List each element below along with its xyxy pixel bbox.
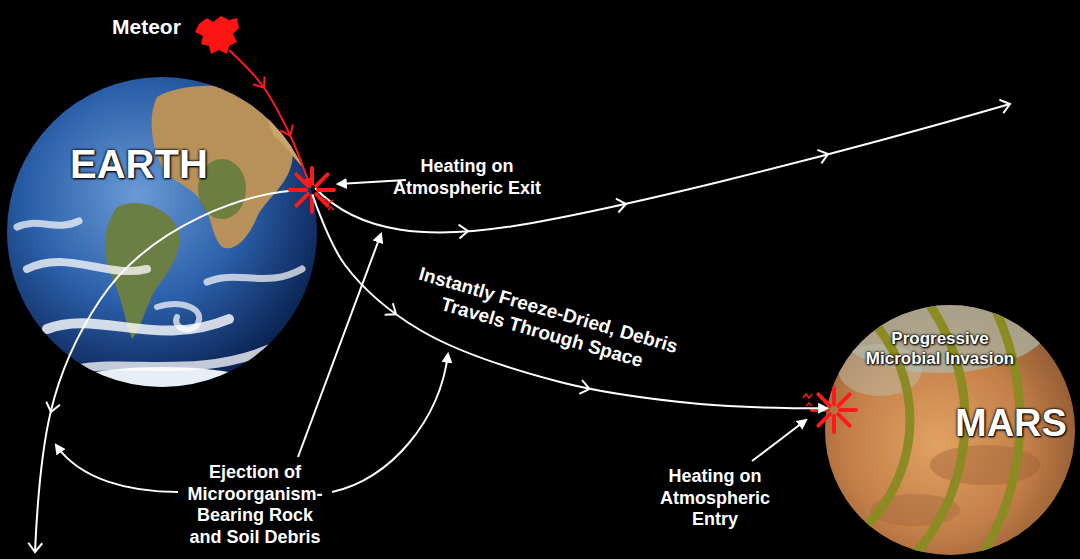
earth-cloud bbox=[17, 221, 79, 227]
mars-detail bbox=[500, 160, 1055, 559]
leader-arrow bbox=[752, 420, 806, 461]
earth-cloud bbox=[207, 269, 302, 282]
earth-globe bbox=[7, 77, 317, 387]
text-holder: Heating on Atmospheric Entry bbox=[645, 466, 785, 531]
leader-arrow bbox=[56, 445, 178, 492]
meteor-node: Meteor bbox=[108, 6, 243, 58]
invasion-wave bbox=[610, 270, 910, 559]
earth-ocean bbox=[7, 77, 317, 387]
edge-label: Instantly Freeze-Dried, Debris Travels T… bbox=[385, 256, 705, 388]
leader-arrow bbox=[298, 234, 381, 457]
debris-fragment bbox=[322, 199, 334, 210]
meteor-body bbox=[195, 16, 239, 54]
text-holder: Ejection of Microorganism-Bearing Rock a… bbox=[184, 462, 326, 548]
impact-burst bbox=[290, 168, 334, 212]
callout-label: Heating on Atmospheric Entry bbox=[645, 466, 785, 531]
connector-group bbox=[229, 50, 827, 408]
leader-arrow bbox=[332, 354, 448, 492]
node-heading: Progressive Microbial Invasion bbox=[860, 329, 1020, 370]
earth-land bbox=[267, 107, 312, 172]
planet-circle: EARTH bbox=[7, 77, 317, 387]
invasion-wave bbox=[555, 215, 965, 559]
earth-ice bbox=[37, 367, 287, 431]
text-holder: EARTH bbox=[70, 140, 208, 188]
trajectory-line bbox=[315, 104, 1010, 233]
text-holder: Progressive Microbial Invasion bbox=[860, 329, 1020, 370]
trajectory-chevron bbox=[459, 224, 469, 239]
debris-fragment bbox=[803, 394, 812, 406]
connector-chevrons bbox=[253, 76, 591, 395]
callout-label: Heating on Atmospheric Exit bbox=[372, 156, 562, 199]
planet-circle: Progressive Microbial InvasionMARS bbox=[825, 305, 1075, 555]
trajectory-arrow bbox=[312, 195, 827, 409]
trajectory-chevron bbox=[616, 197, 627, 212]
trajectory-chevron bbox=[817, 147, 830, 163]
invasion-wave bbox=[500, 160, 1020, 559]
trajectory-chevron bbox=[999, 97, 1012, 113]
node-label: MARS bbox=[955, 401, 1067, 447]
meteor-rock bbox=[193, 14, 241, 56]
trajectory-chevron bbox=[28, 543, 42, 552]
earth-cloud bbox=[77, 349, 269, 369]
earth-cloud bbox=[157, 304, 199, 329]
callout-label: Ejection of Microorganism-Bearing Rock a… bbox=[184, 462, 326, 548]
text-holder: Meteor bbox=[112, 14, 181, 39]
node-label: EARTH bbox=[70, 140, 208, 188]
trajectory-chevron bbox=[44, 402, 60, 414]
text-holder: MARS bbox=[955, 401, 1067, 447]
text-holder: Instantly Freeze-Dried, Debris Travels T… bbox=[385, 256, 705, 388]
trajectory-arrow bbox=[229, 50, 310, 187]
node-label: Meteor bbox=[112, 14, 181, 39]
text-holder: Heating on Atmospheric Exit bbox=[372, 156, 562, 199]
impact-burst bbox=[812, 388, 856, 432]
mars-marking bbox=[930, 445, 1040, 485]
